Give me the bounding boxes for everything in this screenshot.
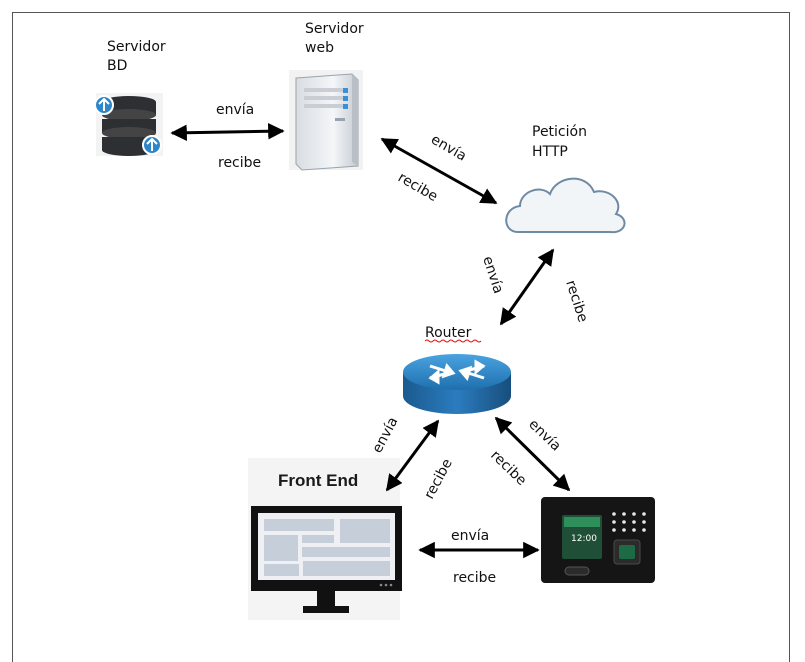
cloud-label-line1: Petición	[532, 124, 587, 140]
db-label-line1: Servidor	[107, 39, 166, 55]
db-web-receive: recibe	[218, 155, 261, 171]
arrow-cloud-router	[499, 248, 555, 326]
frontend-label: Front End	[278, 471, 358, 490]
web-label-line2: web	[305, 40, 334, 56]
web-cloud-send: envía	[428, 132, 469, 165]
arrow-db-web	[170, 123, 285, 141]
db-label-line2: BD	[107, 58, 127, 74]
router-label: Router	[425, 325, 472, 341]
frontend-device-send: envía	[451, 528, 489, 544]
cloud-router-send: envía	[479, 254, 506, 295]
arrow-web-cloud	[380, 137, 498, 205]
diagram-frame	[12, 12, 790, 662]
frontend-device-receive: recibe	[453, 570, 496, 586]
monitor-icon	[248, 458, 402, 620]
router-device-send: envía	[525, 416, 564, 454]
db-web-send: envía	[216, 102, 254, 118]
spellcheck-underline	[424, 339, 482, 343]
device-time: 12:00	[571, 534, 597, 544]
cloud-label-line2: HTTP	[532, 144, 568, 160]
biometric-terminal-icon: 12:00	[541, 497, 655, 583]
database-icon	[94, 93, 163, 156]
cloud-router-receive: recibe	[562, 278, 591, 324]
arrow-router-device	[494, 416, 571, 492]
web-cloud-receive: recibe	[395, 170, 440, 205]
router-frontend-send: envía	[369, 415, 401, 456]
edges	[170, 123, 571, 559]
web-label-line1: Servidor	[305, 21, 364, 37]
server-tower-icon	[289, 70, 363, 171]
arrow-router-frontend	[385, 419, 440, 492]
cloud-icon	[505, 177, 626, 234]
router-icon	[403, 354, 511, 414]
router-device-receive: recibe	[487, 447, 529, 488]
router-frontend-receive: recibe	[421, 456, 455, 502]
